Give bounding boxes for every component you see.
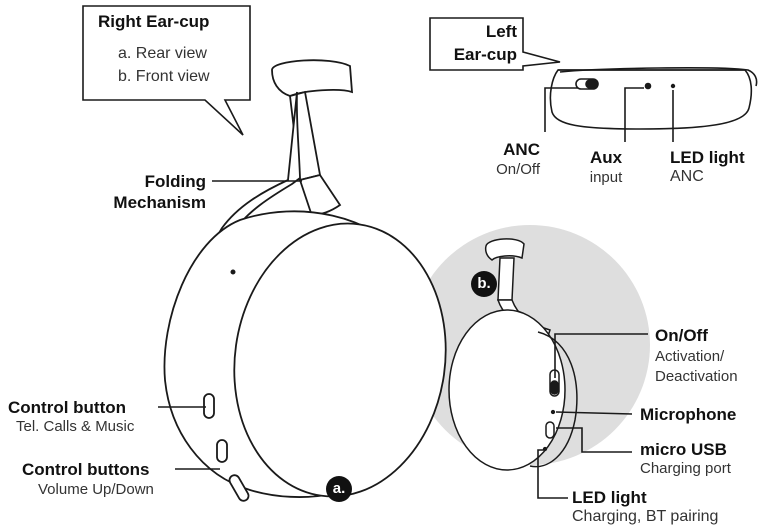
left-earcup-drawing (549, 67, 758, 130)
right-earcup-callout-box (82, 5, 251, 136)
micro-usb-sublabel: Charging port (640, 460, 731, 477)
leader-onoff (554, 333, 648, 378)
folding-label-1: Folding (144, 172, 206, 191)
micro-usb-label: micro USB (640, 440, 727, 459)
right-earcup-title: Right Ear-cup (98, 12, 210, 31)
leader-microphone (555, 411, 633, 415)
led-anc-label: LED light (670, 148, 745, 167)
onoff-label: On/Off (655, 326, 708, 345)
control-buttons-sublabel: Volume Up/Down (38, 481, 154, 498)
leader-anc (544, 87, 578, 132)
folding-label-2: Mechanism (113, 193, 206, 212)
left-earcup-title-1: Left (485, 22, 517, 41)
led-charging-sublabel: Charging, BT pairing (572, 508, 719, 525)
anc-sublabel: On/Off (496, 161, 540, 178)
left-earcup-callout-box (429, 17, 561, 71)
badge-rear-view: a. (326, 476, 352, 502)
aux-label: Aux (589, 148, 623, 167)
rear-earcup (163, 210, 447, 502)
onoff-sublabel-2: Deactivation (655, 368, 738, 385)
led-anc-sublabel: ANC (670, 168, 704, 185)
leader-led-charging (537, 449, 568, 499)
microphone-label: Microphone (640, 405, 737, 424)
front-view-label: b. Front view (118, 68, 210, 85)
control-button-label: Control button (8, 398, 127, 417)
anc-label: ANC (503, 140, 540, 159)
leader-aux (624, 87, 644, 142)
left-earcup-title-2: Ear-cup (453, 45, 517, 64)
leader-micro-usb (556, 427, 632, 453)
rear-view-label: a. Rear view (118, 45, 207, 62)
led-charging-label: LED light (572, 488, 647, 507)
front-view-drawing (448, 238, 578, 471)
leader-lines (158, 87, 674, 499)
onoff-sublabel-1: Activation/ (655, 348, 725, 365)
aux-sublabel: input (589, 169, 623, 186)
badge-front-view: b. (471, 271, 497, 297)
control-buttons-label: Control buttons (22, 460, 150, 479)
control-button-sublabel: Tel. Calls & Music (16, 418, 135, 435)
